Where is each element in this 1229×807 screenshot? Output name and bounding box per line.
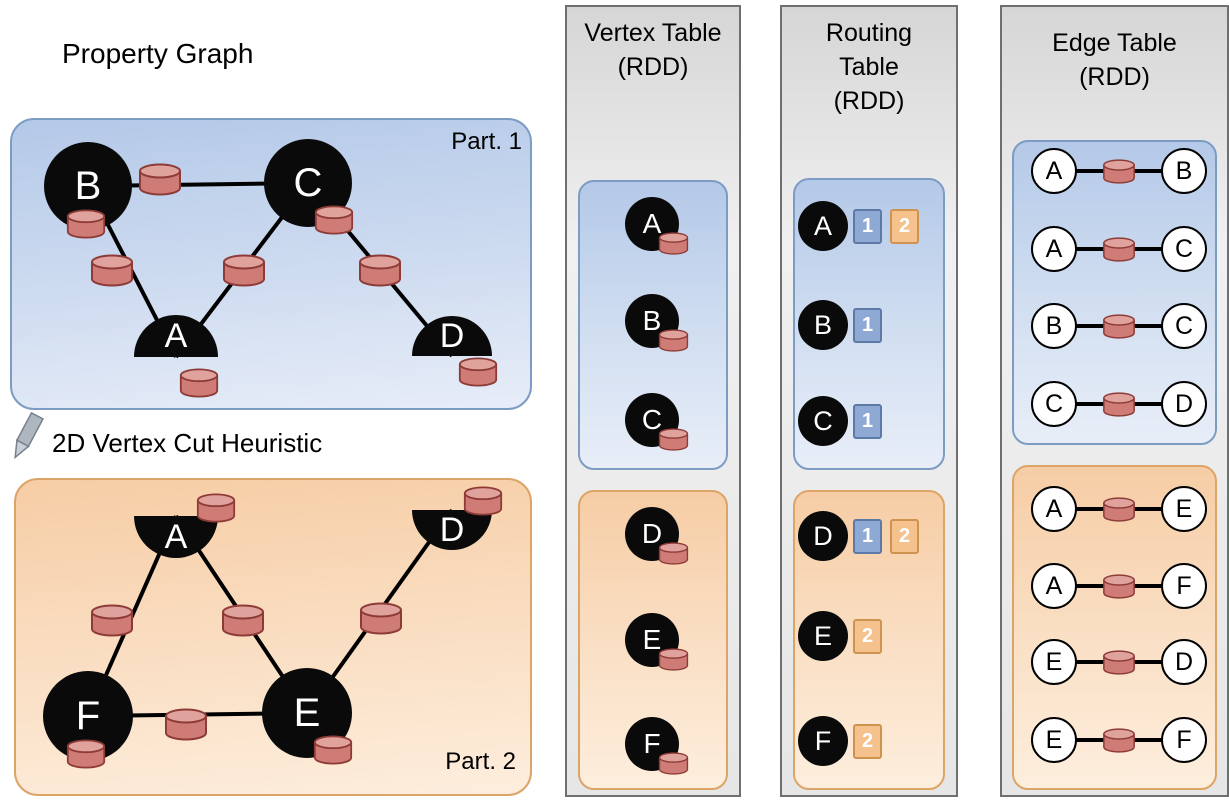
vertex-table-header: Vertex Table (RDD) [565,16,741,84]
routing-entry-D: D [798,511,848,561]
routing-table-subtitle: (RDD) [833,87,905,115]
routing-entry-A: A [798,201,848,251]
edge-property-cylinder-icon [139,163,181,195]
edge-property-cylinder-icon [1103,313,1135,339]
edge-endpoint-A: A [1031,563,1077,609]
routing-badge-part1: 1 [853,208,882,244]
vertex-table-title: Vertex Table [584,19,722,47]
partition2-label: Part. 2 [445,748,516,775]
vertex-property-cylinder-icon [196,493,236,523]
edge-property-cylinder-icon [360,602,402,634]
vertex-cut-label: 2D Vertex Cut Heuristic [52,428,323,458]
edge-property-cylinder-icon [91,254,133,286]
vertex-property-cylinder-icon [658,231,688,255]
routing-entry-B: B [798,300,848,350]
edge-endpoint-D: D [1161,381,1207,427]
edge-property-cylinder-icon [359,254,401,286]
edge-table-subtitle: (RDD) [1079,63,1150,91]
edge-table-header: Edge Table (RDD) [1000,26,1229,94]
edge-endpoint-B: B [1161,148,1207,194]
vertex-property-cylinder-icon [314,205,354,235]
edge-property-cylinder-icon [1103,158,1135,184]
edge-property-cylinder-icon [1103,649,1135,675]
vertex-property-cylinder-icon [179,368,219,398]
routing-entry-F: F [798,716,848,766]
edge-property-cylinder-icon [1103,496,1135,522]
edge-endpoint-B: B [1031,303,1077,349]
routing-badge-part1: 1 [853,403,882,439]
routing-table-title2: Table [839,53,899,81]
vertex-cut-pencil-icon [14,411,44,460]
partition1-label: Part. 1 [451,128,522,155]
vertex-property-cylinder-icon [658,328,688,352]
routing-badge-part2: 2 [853,618,882,654]
routing-badge-part2: 2 [853,723,882,759]
edge-endpoint-D: D [1161,639,1207,685]
routing-table-header: Routing Table (RDD) [780,16,958,118]
vertex-property-cylinder-icon [658,541,688,565]
edge-property-cylinder-icon [165,708,207,740]
edge-table-title: Edge Table [1052,29,1177,57]
edge-endpoint-E: E [1161,486,1207,532]
vertex-property-cylinder-icon [458,357,498,387]
page-title: Property Graph [62,38,254,69]
vertex-property-cylinder-icon [66,209,106,239]
vertex-table-subtitle: (RDD) [617,53,689,81]
routing-badge-part1: 1 [853,307,882,343]
vertex-property-cylinder-icon [658,751,688,775]
edge-property-cylinder-icon [1103,727,1135,753]
edge-property-cylinder-icon [222,604,264,636]
routing-badge-part1: 1 [853,518,882,554]
edge-property-cylinder-icon [1103,573,1135,599]
edge-endpoint-C: C [1161,226,1207,272]
routing-entry-C: C [798,396,848,446]
edge-endpoint-E: E [1031,639,1077,685]
vertex-table-entry-B: B [625,294,679,348]
edge-endpoint-A: A [1031,148,1077,194]
edge-property-cylinder-icon [1103,391,1135,417]
edge-endpoint-E: E [1031,717,1077,763]
vertex-property-cylinder-icon [658,647,688,671]
edge-endpoint-C: C [1161,303,1207,349]
edge-endpoint-F: F [1161,717,1207,763]
routing-badge-part2: 2 [890,518,919,554]
edge-endpoint-F: F [1161,563,1207,609]
edge-endpoint-A: A [1031,226,1077,272]
routing-table-title1: Routing [825,19,913,47]
edge-property-cylinder-icon [91,604,133,636]
routing-entry-E: E [798,611,848,661]
vertex-property-cylinder-icon [463,486,503,516]
edge-property-cylinder-icon [223,254,265,286]
routing-badge-part2: 2 [890,208,919,244]
edge-property-cylinder-icon [1103,236,1135,262]
edge-endpoint-C: C [1031,381,1077,427]
vertex-property-cylinder-icon [658,427,688,451]
edge-endpoint-A: A [1031,486,1077,532]
vertex-property-cylinder-icon [313,735,353,765]
vertex-property-cylinder-icon [66,739,106,769]
